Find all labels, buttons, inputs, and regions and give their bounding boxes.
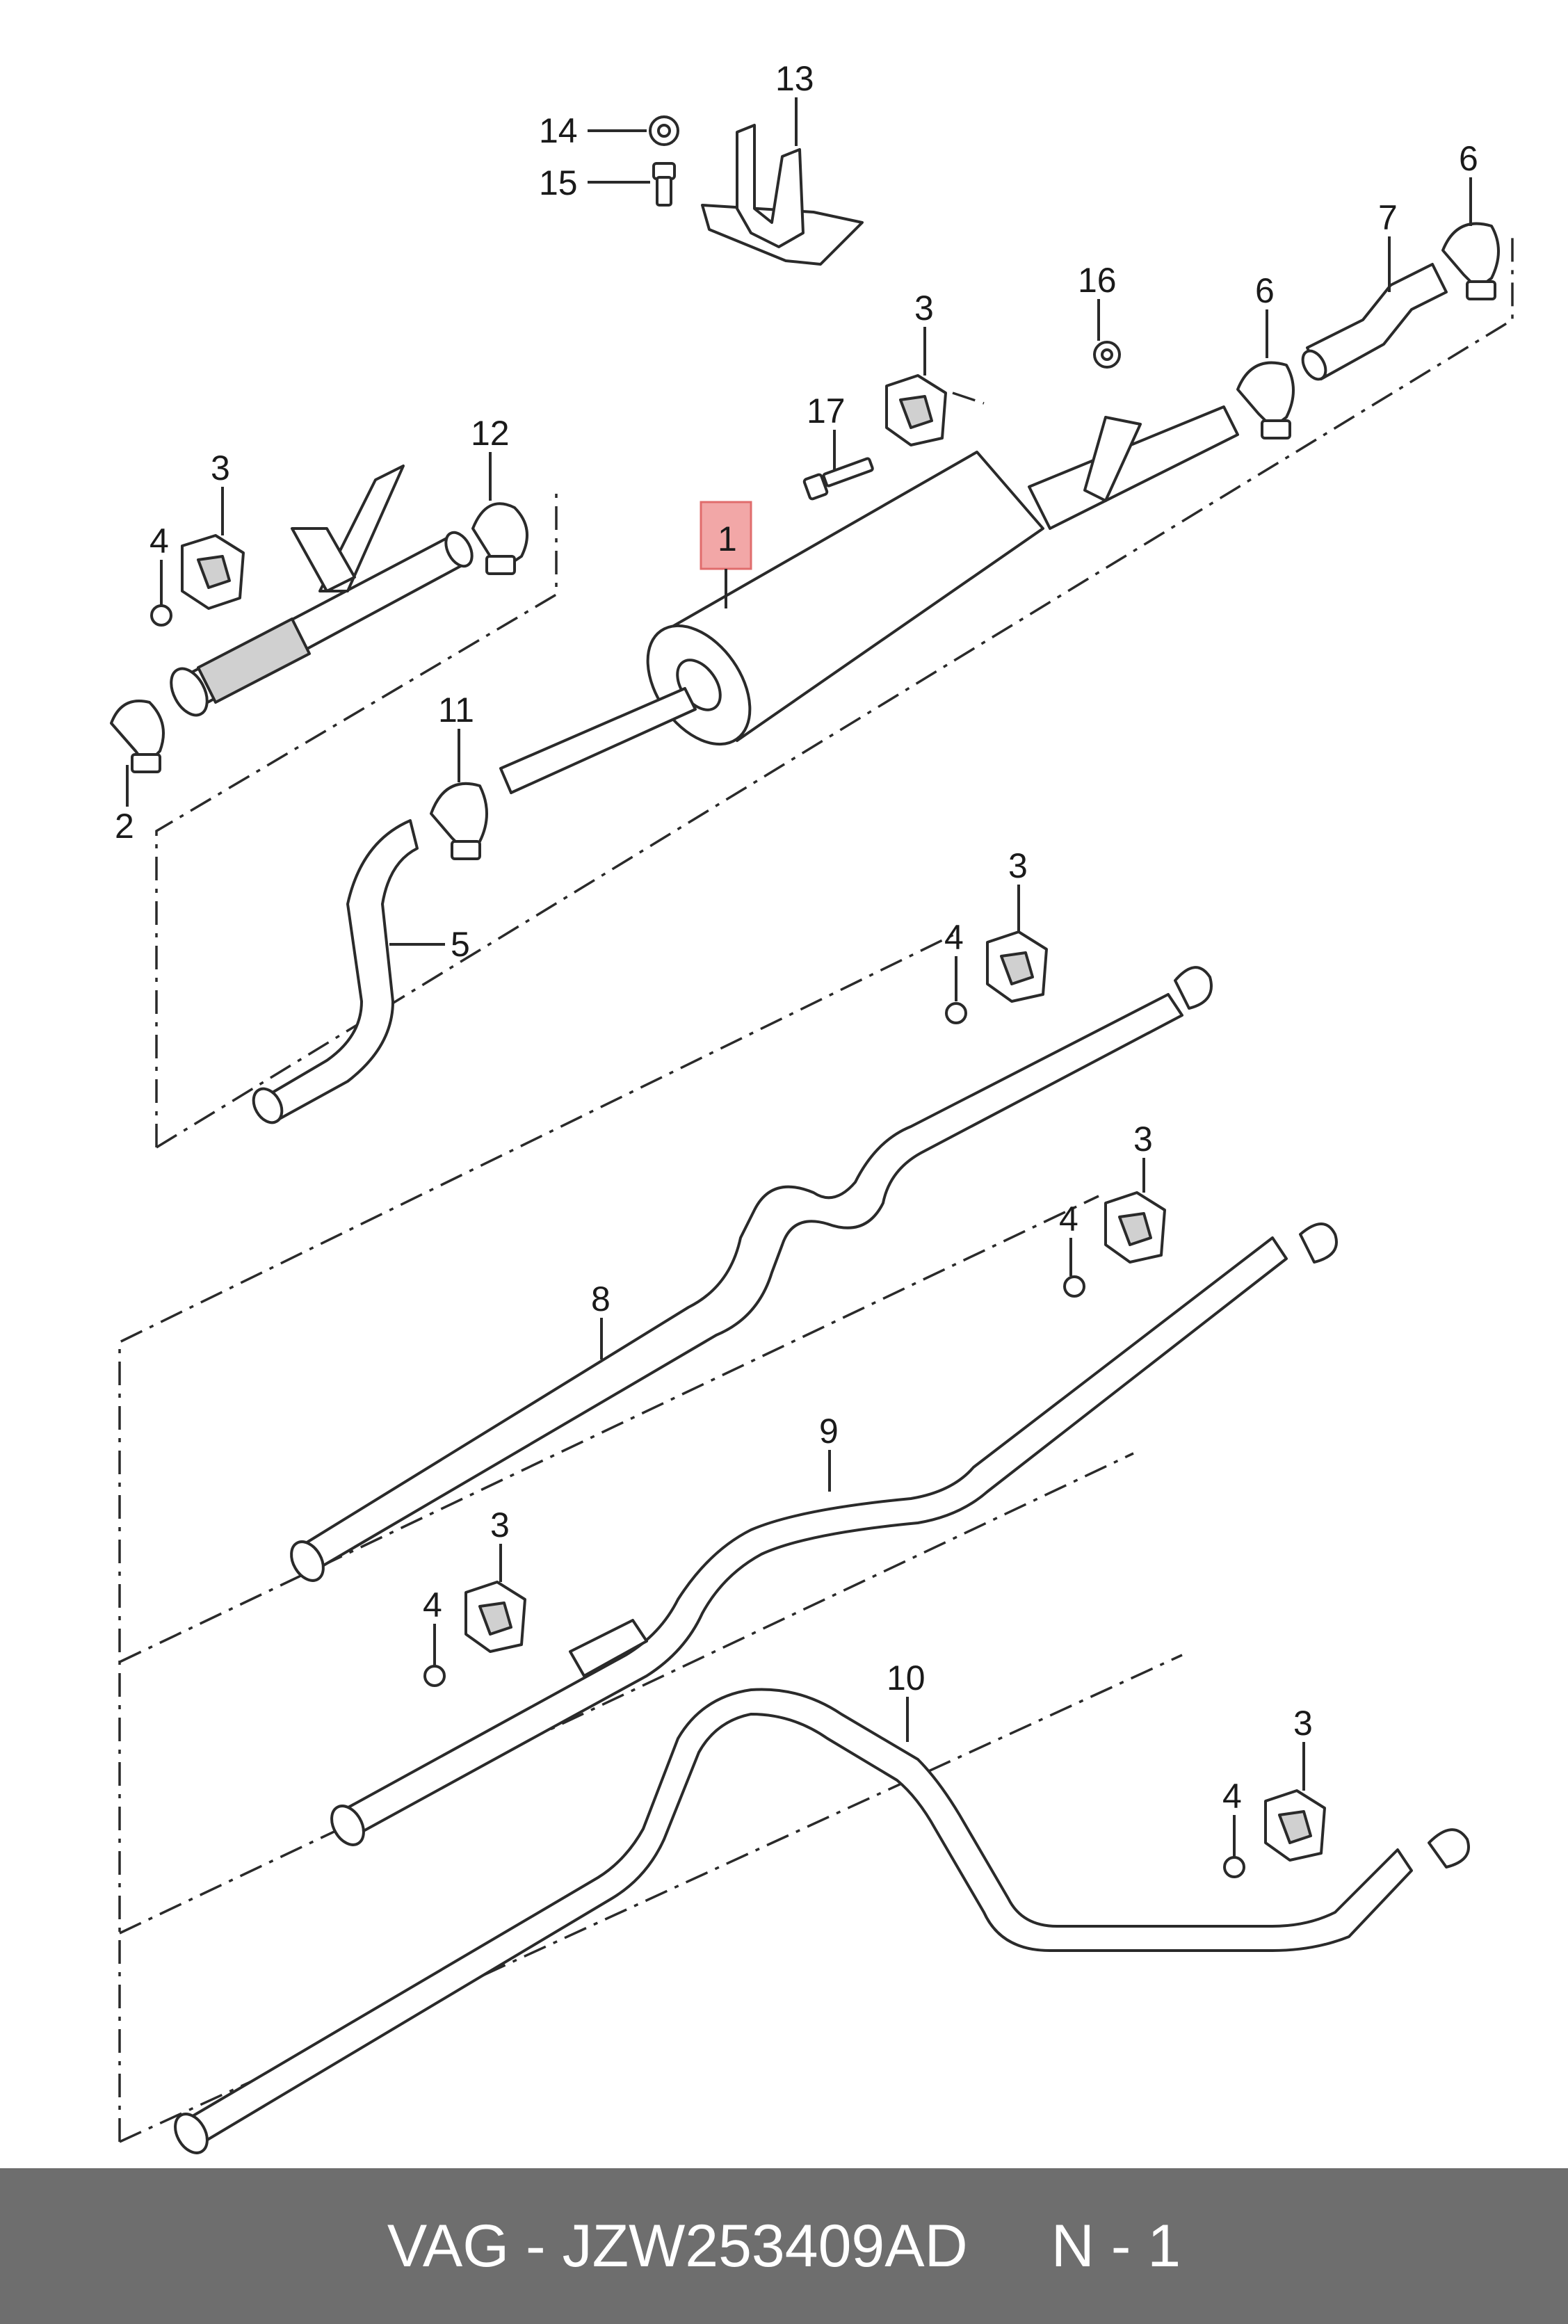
washer-part-4-e[interactable] xyxy=(1223,1856,1245,1878)
callout-10: 10 xyxy=(887,1659,926,1697)
rubber-isolator-part-3-c[interactable] xyxy=(986,930,1048,1003)
callout-2: 2 xyxy=(115,807,134,846)
front-pipe-part-5[interactable] xyxy=(248,819,419,1128)
callout-3-d: 3 xyxy=(1133,1120,1153,1159)
assembly-frame-upper xyxy=(155,233,1514,1149)
tail-pipe-part-10[interactable] xyxy=(169,1688,1470,2158)
callout-9: 9 xyxy=(819,1412,839,1451)
washer-part-4-a[interactable] xyxy=(150,604,172,627)
callout-11: 11 xyxy=(438,691,474,729)
clamp-part-2[interactable] xyxy=(110,700,165,773)
callout-1: 1 xyxy=(718,519,737,558)
hanger-bracket-9 xyxy=(569,1619,648,1677)
clamp-part-12[interactable] xyxy=(471,502,528,575)
callout-3-b: 3 xyxy=(914,289,934,328)
clamp-part-6-a[interactable] xyxy=(1236,361,1295,439)
clamp-part-11[interactable] xyxy=(430,782,488,860)
bolt-part-15[interactable] xyxy=(652,162,676,207)
bolt-part-17[interactable] xyxy=(802,457,874,501)
nut-part-14[interactable] xyxy=(649,115,679,146)
washer-part-4-d[interactable] xyxy=(423,1665,446,1687)
callout-4-d: 4 xyxy=(423,1585,442,1624)
callout-17: 17 xyxy=(807,392,846,430)
callout-6-b: 6 xyxy=(1459,139,1478,178)
callout-15: 15 xyxy=(539,163,578,202)
clamp-part-6-b[interactable] xyxy=(1441,222,1500,300)
rubber-isolator-part-3-a[interactable] xyxy=(181,534,245,610)
callout-16: 16 xyxy=(1078,261,1117,300)
nut-part-16[interactable] xyxy=(1093,341,1121,369)
rubber-isolator-part-3-e[interactable] xyxy=(464,1581,526,1653)
callout-4-a: 4 xyxy=(149,522,169,560)
washer-part-4-b[interactable] xyxy=(945,1002,967,1024)
callout-13: 13 xyxy=(775,59,814,98)
highlight-marker xyxy=(700,501,752,570)
tail-pipe-part-9[interactable] xyxy=(325,1222,1338,1850)
callout-4-c: 4 xyxy=(1059,1200,1078,1238)
footer-part-number: VAG - JZW253409AD xyxy=(387,2212,968,2279)
washer-part-4-c[interactable] xyxy=(1063,1275,1085,1298)
front-pipe-part-12-assembly[interactable] xyxy=(164,465,478,721)
rubber-isolator-part-3-d[interactable] xyxy=(1104,1191,1166,1264)
callout-14: 14 xyxy=(539,111,578,150)
callout-3-f: 3 xyxy=(1293,1704,1313,1743)
rubber-isolator-part-3-b[interactable] xyxy=(885,374,947,446)
callout-4-b: 4 xyxy=(944,918,964,957)
bracket-part-13[interactable] xyxy=(701,124,864,266)
callout-12: 12 xyxy=(471,414,510,453)
footer-bar: VAG - JZW253409AD N - 1 xyxy=(0,2168,1568,2324)
exhaust-system-diagram: 1 2 3 3 3 3 3 3 4 4 4 4 4 5 6 6 7 8 9 10… xyxy=(110,59,1514,2158)
callout-6-a: 6 xyxy=(1255,271,1275,310)
rubber-isolator-part-3-f[interactable] xyxy=(1264,1789,1326,1862)
tail-pipe-part-8[interactable] xyxy=(285,966,1213,1586)
callout-8: 8 xyxy=(591,1280,611,1318)
callout-3-a: 3 xyxy=(211,449,230,487)
callout-3-c: 3 xyxy=(1008,846,1028,885)
callout-3-e: 3 xyxy=(490,1506,510,1544)
connecting-pipe-part-7[interactable] xyxy=(1298,263,1448,383)
footer-sheet-number: N - 1 xyxy=(1051,2212,1181,2279)
middle-muffler-part-1[interactable] xyxy=(499,405,1239,794)
callout-4-e: 4 xyxy=(1222,1777,1242,1816)
callout-5: 5 xyxy=(451,925,470,964)
callout-7: 7 xyxy=(1378,198,1398,237)
